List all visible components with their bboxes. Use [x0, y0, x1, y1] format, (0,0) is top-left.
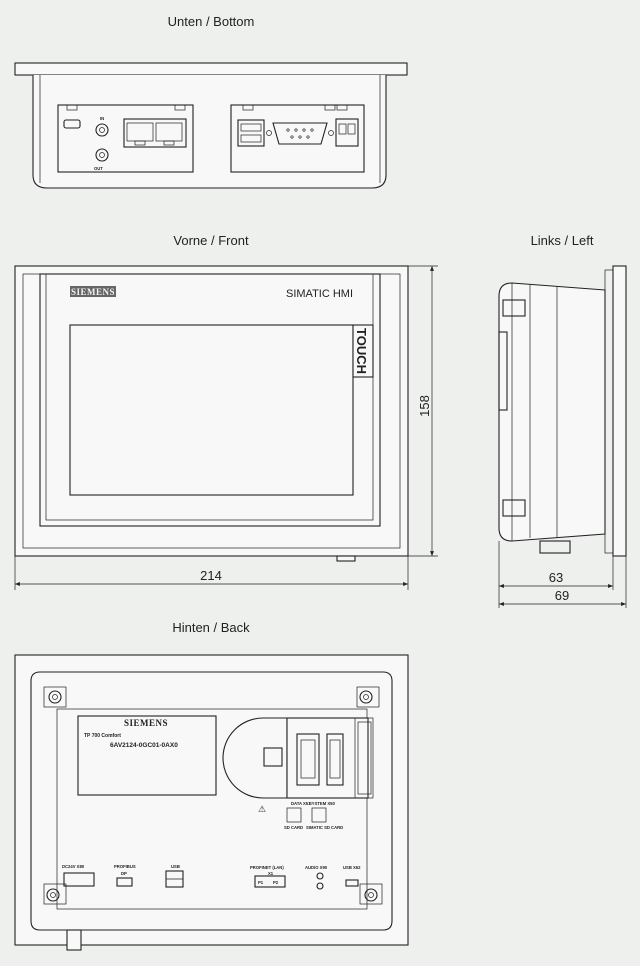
- mini-usb-port: [63, 119, 81, 129]
- left-view: Links / Left 63 69: [498, 233, 627, 608]
- order-number: 6AV2124-0GC01-0AX0: [110, 742, 178, 749]
- label-simatic-sd: SIMATIC SD CARD: [306, 825, 343, 830]
- audio-jack-1: [316, 872, 324, 880]
- power-connector: [63, 872, 95, 887]
- ethernet-ports: [123, 118, 187, 148]
- touch-display: [69, 324, 354, 496]
- dim-width: 214: [200, 568, 222, 583]
- back-view-title: Hinten / Back: [172, 620, 250, 635]
- label-sd-card: SD CARD: [284, 825, 303, 830]
- back-brand: SIEMENS: [124, 718, 168, 728]
- mini-usb-back: [345, 879, 359, 887]
- audio-in-jack: [95, 123, 109, 137]
- touch-label: TOUCH: [354, 328, 369, 374]
- label-p1: P1: [258, 880, 264, 885]
- label-p2: P2: [273, 880, 279, 885]
- card-eject-icon: [263, 747, 283, 767]
- bottom-view-title: Unten / Bottom: [168, 14, 255, 29]
- usb-ports: [237, 119, 265, 147]
- label-usb-mini: USB X62: [343, 865, 361, 870]
- warning-icon: ⚠: [258, 804, 266, 814]
- audio-in-label: IN: [100, 116, 104, 121]
- label-power: DC24V X80: [62, 864, 85, 869]
- dim-height: 158: [417, 395, 432, 417]
- sub-d-connector: [272, 122, 328, 145]
- profinet-ports: [254, 875, 286, 888]
- mounting-clamps: [43, 686, 383, 905]
- label-profinet: PROFINET (LAN): [250, 865, 284, 870]
- dim-depth-mounting: 63: [549, 570, 563, 585]
- front-brand: SIEMENS: [71, 287, 115, 297]
- label-usb-main: USB: [171, 864, 180, 869]
- label-dp: DP: [121, 871, 127, 876]
- power-terminal: [335, 118, 359, 147]
- left-port-panel: [57, 104, 194, 173]
- back-view: Hinten / Back SIEMENS TP 700 Comfort 6AV…: [14, 620, 409, 951]
- front-bezel-edge: [14, 62, 408, 76]
- audio-jack-2: [316, 882, 324, 890]
- data-card-slot: [296, 733, 320, 786]
- profibus-connector: [116, 877, 133, 887]
- front-view: Vorne / Front SIEMENS SIMATIC HMI TOUCH …: [14, 233, 438, 590]
- label-x1: X1: [268, 871, 274, 876]
- card-slot-cover: [222, 717, 288, 799]
- back-housing: [30, 671, 393, 931]
- side-housing: [498, 282, 606, 542]
- right-port-panel: [230, 104, 365, 173]
- siemens-logo: [70, 286, 116, 297]
- model-name: TP 700 Comfort: [84, 733, 121, 739]
- audio-out-label: OUT: [94, 166, 103, 171]
- front-view-title: Vorne / Front: [173, 233, 249, 248]
- audio-out-jack: [95, 148, 109, 162]
- type-plate: [77, 715, 217, 796]
- label-system-x50: SYSTEM X50: [309, 801, 336, 806]
- label-profibus: PROFIBUS: [114, 864, 136, 869]
- front-product-line: SIMATIC HMI: [286, 288, 353, 300]
- bottom-view: Unten / Bottom IN OUT: [14, 14, 408, 189]
- system-card-slot: [326, 733, 344, 786]
- dim-depth-total: 69: [555, 588, 569, 603]
- side-bezel: [612, 265, 627, 557]
- label-data-x51: DATA X51: [291, 801, 311, 806]
- touch-label-strip: [352, 324, 374, 378]
- label-audio: AUDIO X90: [305, 865, 328, 870]
- left-view-title: Links / Left: [531, 233, 594, 248]
